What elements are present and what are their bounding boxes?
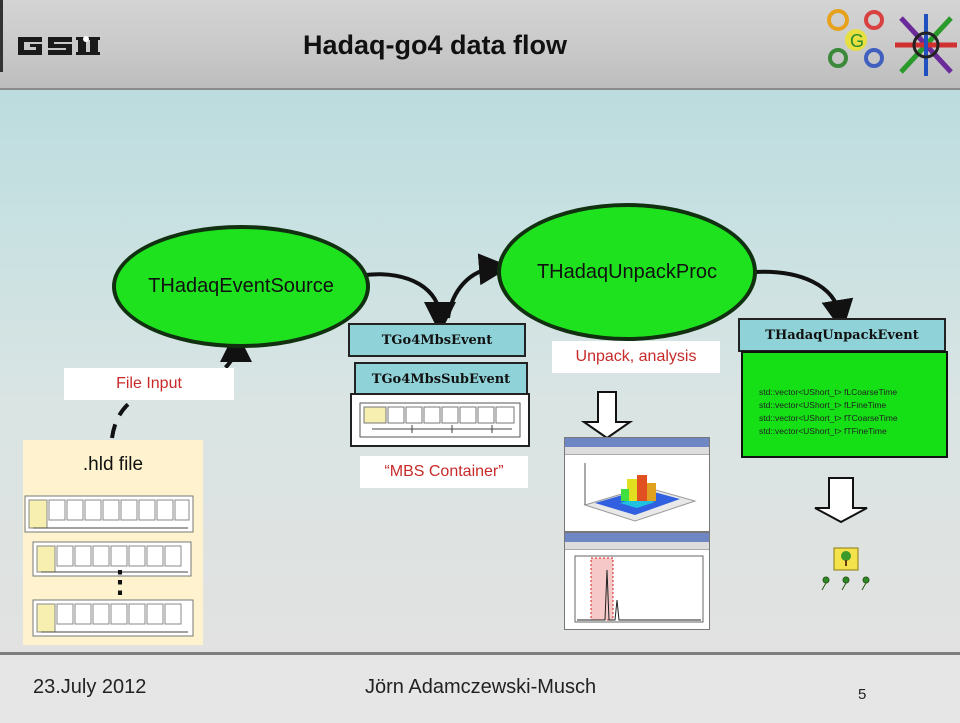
mbs-container-label: “MBS Container” [360,456,528,488]
folder-tree-icon [833,547,859,571]
svg-text:G: G [850,31,864,51]
window-titlebar [565,438,709,447]
star-logo [895,14,957,76]
go4-logo: G [827,9,884,68]
unpack-event-box: THadaqUnpackEvent [738,318,946,352]
hadaq-event-source-label: THadaqEventSource [148,275,334,297]
tree-icons [821,547,870,591]
lego-histogram-screenshot [564,437,710,532]
window-menubar [565,542,709,550]
unpack-event-members-panel: std::vector<UShort_t> fLCoarseTime std::… [741,351,948,458]
mbs-event-box: TGo4MbsEvent [348,323,526,357]
mbs-subevent-box: TGo4MbsSubEvent [354,362,528,396]
unpack-to-event-arrow [754,269,854,332]
spectrum-screenshot [564,532,710,630]
hadaq-unpack-proc-node: THadaqUnpackProc [497,203,757,341]
mbs-event-label: TGo4MbsEvent [381,332,493,348]
window-menubar [565,447,709,455]
gsi-logo [18,36,100,55]
hld-file-structure [24,495,194,637]
page-number: 5 [858,686,867,703]
window-titlebar [565,533,709,542]
hadaq-unpack-proc-label: THadaqUnpackProc [536,260,718,283]
lego-plot [565,455,709,531]
hld-more-dots: ⋮ [105,566,135,599]
member-line: std::vector<UShort_t> fLFineTime [759,400,887,410]
footer-date: 23.July 2012 [33,676,147,698]
slide-header: Hadaq-go4 data flow G [0,0,960,90]
mbs-subevent-structure [350,393,530,447]
member-line: std::vector<UShort_t> fTCoarseTime [759,413,898,423]
member-line: std::vector<UShort_t> fLCoarseTime [759,387,898,397]
data-block-diagram [359,402,521,438]
header-left-bar [0,0,3,72]
hld-file-box: .hld file [23,440,203,645]
leaf-icon [821,576,870,591]
mbsevent-to-unpack-arrow [446,253,511,319]
hadaq-event-source-node: THadaqEventSource [112,225,370,348]
spectrum-plot [565,550,709,629]
tree-down-arrow [814,477,868,524]
unpack-analysis-label: Unpack, analysis [552,341,720,373]
source-to-mbsevent-arrow [364,272,456,334]
slide-footer [0,652,960,723]
mbs-subevent-label: TGo4MbsSubEvent [371,371,511,387]
file-input-label: File Input [64,368,234,400]
unpack-event-label: THadaqUnpackEvent [765,327,919,343]
footer-author: Jörn Adamczewski-Musch [365,676,597,698]
hld-file-label: .hld file [82,454,144,475]
slide-title: Hadaq-go4 data flow [302,30,567,60]
member-line: std::vector<UShort_t> fTFineTime [759,426,887,436]
histogram-down-arrow [580,391,634,440]
